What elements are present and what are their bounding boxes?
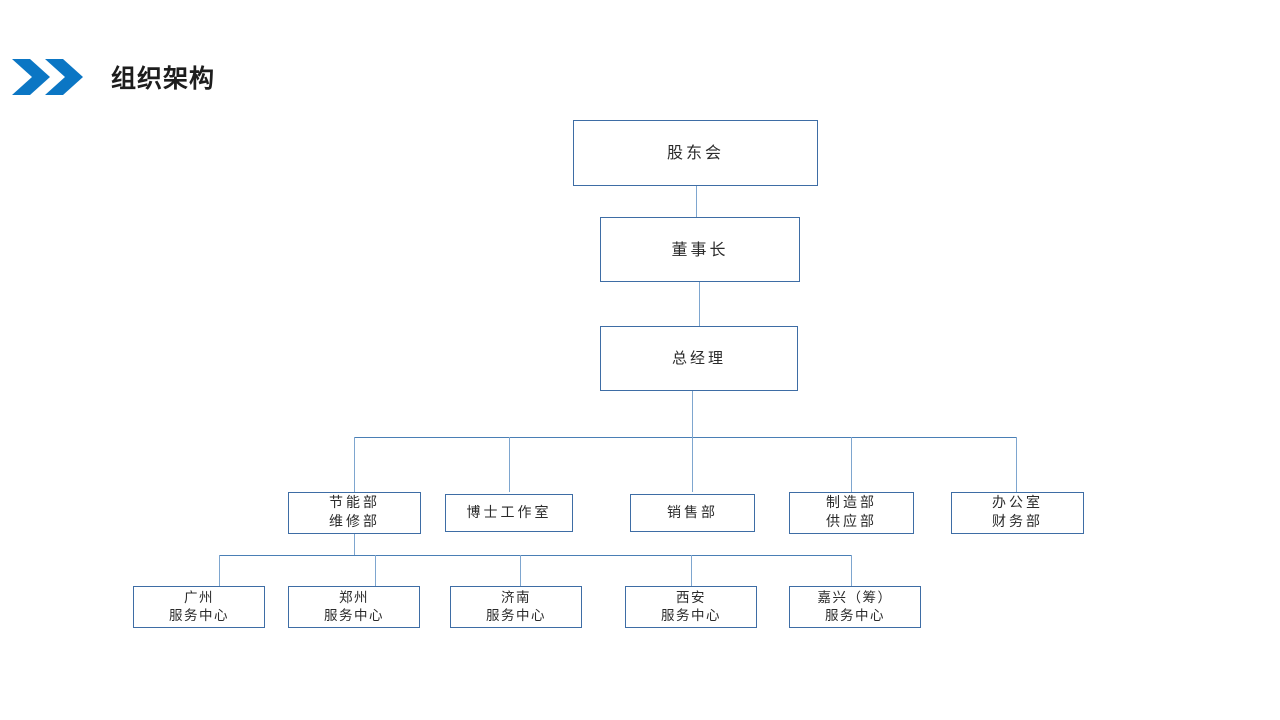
node-zhengzhou-center[interactable]: 郑州 服务中心 bbox=[288, 586, 420, 628]
node-label-line1: 制造部 bbox=[826, 495, 877, 511]
connector-bus-to-zhengzhou bbox=[375, 555, 376, 586]
node-label-line1: 节能部 bbox=[329, 495, 380, 511]
connector-energy-drop bbox=[354, 534, 355, 556]
page-header: 组织架构 bbox=[0, 0, 1280, 110]
node-label-line1: 博士工作室 bbox=[466, 504, 552, 521]
page-title: 组织架构 bbox=[111, 64, 216, 93]
node-jinan-center[interactable]: 济南 服务中心 bbox=[450, 586, 582, 628]
node-label-line2: 维修部 bbox=[329, 514, 380, 530]
node-label-line2: 供应部 bbox=[826, 514, 877, 530]
node-label-line2: 服务中心 bbox=[486, 608, 546, 624]
node-general-manager[interactable]: 总经理 bbox=[600, 326, 798, 391]
connector-shareholders-to-chairman bbox=[696, 186, 697, 217]
connector-bus-to-manufacture-supply bbox=[851, 437, 852, 492]
node-guangzhou-center[interactable]: 广州 服务中心 bbox=[133, 586, 265, 628]
node-label-line2: 服务中心 bbox=[324, 608, 384, 624]
connector-gm-drop bbox=[692, 391, 693, 438]
node-office-finance[interactable]: 办公室 财务部 bbox=[951, 492, 1084, 534]
node-label-line2: 财务部 bbox=[992, 514, 1043, 530]
node-label-line1: 广州 bbox=[184, 590, 214, 606]
chevron-right-icon-1 bbox=[12, 57, 50, 97]
connector-bus-to-jiaxing bbox=[851, 555, 852, 586]
node-label-line2: 服务中心 bbox=[169, 608, 229, 624]
connector-bus-to-sales bbox=[692, 437, 693, 492]
node-label-line1: 董事长 bbox=[671, 239, 729, 259]
node-chairman[interactable]: 董事长 bbox=[600, 217, 800, 282]
node-label-line1: 济南 bbox=[501, 590, 531, 606]
connector-bus-to-energy-maintenance bbox=[354, 437, 355, 492]
connector-dept-bus bbox=[354, 437, 1017, 438]
connector-bus-to-guangzhou bbox=[219, 555, 220, 586]
node-xian-center[interactable]: 西安 服务中心 bbox=[625, 586, 757, 628]
connector-bus-to-xian bbox=[691, 555, 692, 586]
node-label-line1: 股东会 bbox=[666, 143, 724, 162]
node-manufacture-supply[interactable]: 制造部 供应部 bbox=[789, 492, 914, 534]
node-jiaxing-center[interactable]: 嘉兴（筹） 服务中心 bbox=[789, 586, 921, 628]
node-label-line1: 郑州 bbox=[339, 590, 369, 606]
node-label-line1: 办公室 bbox=[992, 495, 1043, 511]
connector-bus-to-office-finance bbox=[1016, 437, 1017, 492]
node-label-line2: 服务中心 bbox=[825, 608, 885, 624]
connector-chairman-to-general-manager bbox=[699, 282, 700, 326]
connector-service-bus bbox=[219, 555, 852, 556]
node-shareholders[interactable]: 股东会 bbox=[573, 120, 818, 186]
node-label-line1: 销售部 bbox=[667, 504, 718, 521]
node-doctor-studio[interactable]: 博士工作室 bbox=[445, 494, 573, 532]
node-label-line2: 服务中心 bbox=[661, 608, 721, 624]
double-chevron-right-icon bbox=[12, 57, 90, 97]
node-energy-maintenance[interactable]: 节能部 维修部 bbox=[288, 492, 421, 534]
chevron-right-icon-2 bbox=[45, 57, 83, 97]
node-label-line1: 嘉兴（筹） bbox=[817, 590, 893, 606]
connector-bus-to-doctor-studio bbox=[509, 437, 510, 492]
node-label-line1: 西安 bbox=[676, 590, 706, 606]
connector-bus-to-jinan bbox=[520, 555, 521, 586]
node-sales[interactable]: 销售部 bbox=[630, 494, 755, 532]
node-label-line1: 总经理 bbox=[671, 349, 726, 367]
